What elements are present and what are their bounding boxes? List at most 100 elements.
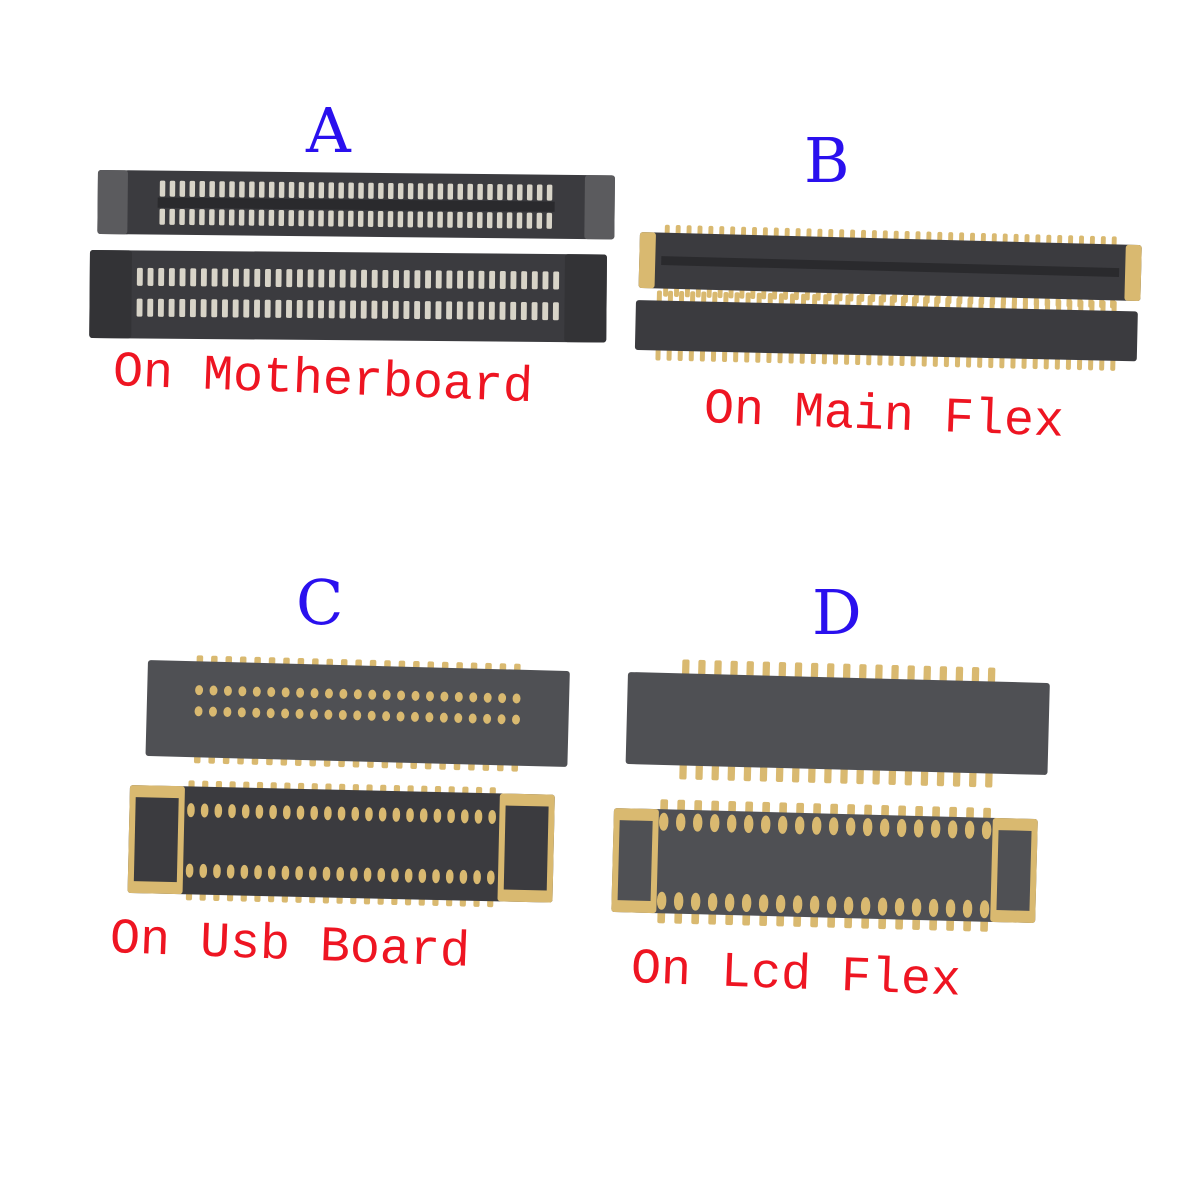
connector-contact — [243, 268, 250, 287]
connector-contact — [454, 691, 463, 702]
connector-contact — [338, 210, 344, 227]
connector-contact — [414, 301, 421, 320]
connector-contact — [253, 299, 260, 318]
connector-contact — [328, 210, 334, 227]
connector-contact — [477, 183, 483, 200]
connector-contact — [828, 817, 839, 836]
connector-contact — [467, 301, 474, 320]
connector-a-top — [97, 170, 615, 240]
connector-contact — [232, 299, 239, 318]
connector-contact — [710, 814, 720, 833]
connector-contact — [179, 180, 186, 197]
connector-contact — [964, 820, 975, 839]
connector-contact — [497, 184, 503, 201]
connector-contact — [382, 711, 391, 722]
label-a: A — [306, 94, 351, 167]
connector-contact — [467, 270, 474, 289]
connector-contact — [350, 300, 357, 319]
connector-contact — [979, 900, 990, 919]
connector-contact — [338, 710, 347, 721]
connector-contact — [417, 183, 424, 200]
connector-contact — [439, 712, 448, 723]
connector-contact — [507, 184, 513, 201]
connector-contact — [459, 869, 468, 884]
connector-contact — [724, 893, 735, 912]
connector-contact — [488, 809, 496, 824]
connector-contact — [238, 209, 245, 226]
connector-contact — [397, 690, 406, 701]
connector-contact — [775, 894, 786, 913]
connector-contact — [512, 714, 520, 725]
connector-contact — [269, 805, 277, 820]
connector-contact — [328, 300, 335, 319]
connector-contact — [487, 184, 493, 201]
connector-contact — [214, 803, 223, 818]
connector-contact — [239, 181, 245, 198]
connector-contact — [427, 183, 434, 200]
connector-contact — [353, 689, 362, 700]
connector-contact — [506, 212, 513, 229]
connector-contact — [278, 209, 285, 227]
connector-contact — [240, 864, 249, 879]
connector-contact — [288, 181, 295, 198]
connector-contact — [433, 808, 442, 823]
connector-contact — [211, 268, 218, 287]
connector-contact — [199, 180, 206, 198]
connector-contact — [403, 270, 410, 289]
connector-contact — [278, 181, 285, 198]
connector-contact — [499, 301, 506, 320]
connector-contact — [483, 713, 492, 724]
connector-contact — [794, 816, 805, 835]
connector-contact — [378, 807, 387, 822]
connector-contact — [281, 687, 290, 698]
connector-contact — [928, 898, 939, 917]
connector-contact — [286, 299, 293, 318]
connector-contact — [792, 895, 803, 914]
connector-contact — [308, 182, 315, 199]
connector-contact — [267, 865, 276, 880]
connector-contact — [353, 710, 362, 721]
connector-contact — [286, 269, 293, 288]
connector-contact — [264, 299, 271, 318]
connector-contact — [339, 688, 348, 699]
connector-contact — [526, 184, 533, 201]
connector-contact — [760, 815, 771, 834]
connector-contact — [392, 300, 399, 319]
connector-contact — [248, 209, 255, 226]
connector-contact — [930, 819, 941, 838]
connector-contact — [414, 270, 421, 289]
connector-contact — [252, 707, 261, 718]
connector-contact — [348, 182, 354, 199]
connector-contact — [424, 301, 431, 320]
connector-end-cap — [97, 170, 128, 235]
connector-contact — [546, 184, 553, 201]
connector-contact — [498, 693, 507, 704]
connector-contact — [468, 713, 477, 724]
connector-contact — [318, 269, 325, 288]
connector-contact — [324, 709, 333, 720]
connector-contact — [447, 809, 455, 824]
connector-contact — [254, 268, 261, 287]
connector-contact — [200, 299, 207, 318]
connector-contact — [318, 210, 324, 227]
connector-contact — [307, 300, 314, 319]
connector-contact — [483, 692, 492, 703]
connector-contact — [199, 209, 205, 226]
connector-contact — [268, 181, 275, 198]
connector-contact — [147, 267, 154, 286]
connector-contact — [351, 806, 360, 821]
connector-contact — [136, 298, 143, 317]
connector-contact — [328, 269, 335, 288]
connector-contact — [542, 302, 549, 321]
connector-contact — [168, 268, 175, 287]
connector-contact — [432, 869, 440, 884]
connector-contact — [328, 182, 335, 199]
connector-contact — [404, 868, 413, 883]
connector-cap-slot — [996, 830, 1032, 911]
connector-contact — [758, 894, 769, 913]
connector-contact — [727, 814, 737, 833]
connector-contact — [281, 865, 290, 880]
connector-contact — [741, 894, 752, 913]
connector-contact — [467, 211, 473, 228]
